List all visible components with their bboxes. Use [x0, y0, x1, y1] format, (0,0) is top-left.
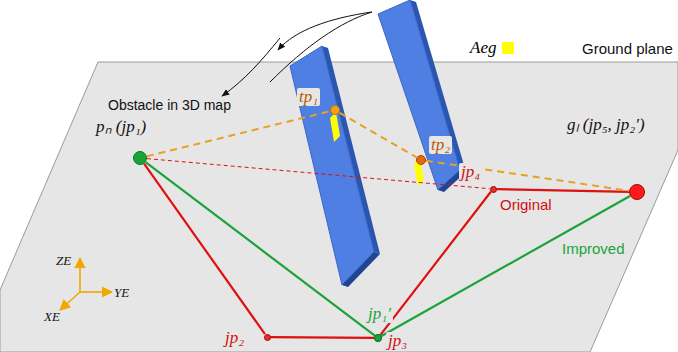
- legend-entry: Aeg: [470, 38, 514, 58]
- original-path: [380, 192, 490, 335]
- jump-point: jp₁′: [374, 334, 382, 342]
- legend-swatch: [502, 42, 514, 54]
- plane-label: Ground plane: [582, 40, 673, 58]
- improved-path: [381, 196, 630, 336]
- original-path: [496, 189, 629, 192]
- jump-point: jp₄: [490, 186, 497, 193]
- direct-line: [147, 159, 490, 189]
- axis-label: ZE: [56, 252, 71, 270]
- point-marker: [264, 334, 271, 341]
- obstacle-slab: [290, 46, 380, 287]
- turning-point: tp₁: [330, 105, 340, 115]
- turning-point: tp₂: [416, 155, 426, 165]
- improved-path: [146, 162, 375, 335]
- obstacle-slab: [378, 0, 466, 192]
- jump-point: jp₂: [264, 334, 271, 341]
- point-label: jp₂: [223, 329, 246, 347]
- point-label: tp₁: [297, 88, 320, 106]
- point-label: tp₂: [429, 136, 452, 154]
- point-marker: [416, 155, 426, 165]
- goal-point: gₗ (jp₅, jp₂′): [629, 184, 645, 200]
- point-marker: [374, 334, 382, 342]
- point-marker: [330, 105, 340, 115]
- projected-path: [147, 111, 330, 156]
- point-marker: [629, 184, 645, 200]
- point-label: jp₃: [386, 332, 409, 350]
- original-path: [144, 164, 265, 334]
- point-label: jp₄: [459, 163, 482, 181]
- point-label: pₙ (jp₁): [94, 118, 148, 136]
- axis-label: YE: [114, 284, 129, 302]
- start-point: pₙ (jp₁): [133, 151, 147, 165]
- path-label: Improved: [562, 240, 625, 258]
- aeg-patch: [330, 112, 340, 142]
- projected-path: [339, 113, 416, 158]
- point-label: jp₁′: [366, 305, 393, 323]
- leader-line: [270, 12, 372, 82]
- point-marker: [133, 151, 147, 165]
- legend-text: Aeg: [470, 38, 496, 58]
- point-label: gₗ (jp₅, jp₂′): [565, 116, 647, 134]
- axis-label: XE: [44, 308, 60, 326]
- point-marker: [490, 186, 497, 193]
- original-path: [271, 336, 375, 339]
- projected-path: [426, 161, 629, 191]
- path-label: Original: [500, 196, 552, 214]
- leader-arrow: [222, 38, 280, 96]
- callout-label: Obstacle in 3D map: [108, 96, 231, 114]
